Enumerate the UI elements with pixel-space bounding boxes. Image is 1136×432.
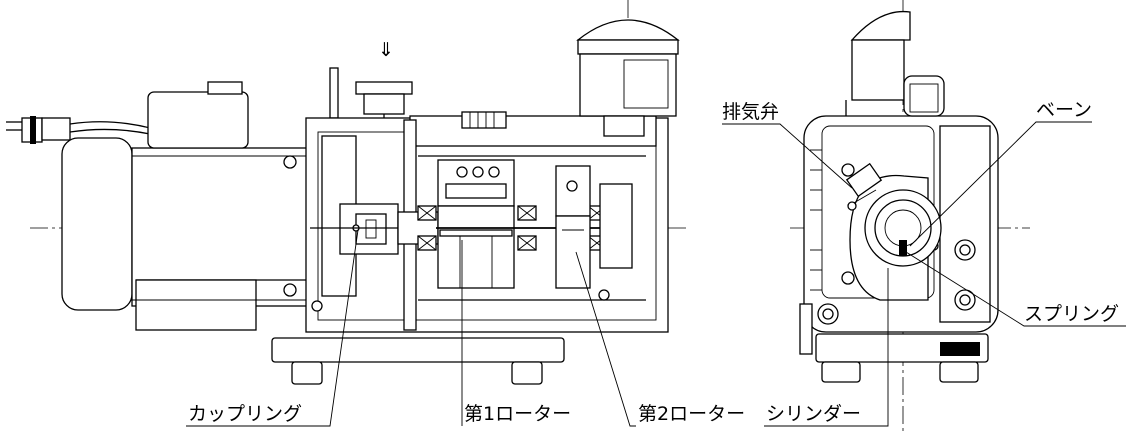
labels: カップリング 第1ローター 第2ローター シリンダー 排気弁 ベーン スプリング bbox=[188, 99, 1119, 425]
label-spring: スプリング bbox=[1024, 303, 1119, 325]
label-rotor-2: 第2ローター bbox=[638, 403, 745, 425]
motor bbox=[61, 81, 313, 331]
label-rotor-1: 第1ローター bbox=[464, 403, 571, 425]
label-vane: ベーン bbox=[1036, 99, 1092, 121]
power-plug bbox=[6, 116, 151, 144]
front-reservoir bbox=[845, 10, 945, 117]
label-coupling: カップリング bbox=[188, 403, 302, 425]
rotor-2 bbox=[555, 165, 633, 289]
oil-reservoir bbox=[576, 19, 680, 137]
front-base bbox=[799, 303, 989, 383]
base-side bbox=[271, 337, 565, 385]
label-exhaust-valve: 排気弁 bbox=[722, 101, 779, 123]
inlet-arrow: ⇓ bbox=[378, 39, 394, 61]
cylinder-front bbox=[845, 162, 942, 301]
leader-lines bbox=[186, 121, 1126, 427]
rotor-1 bbox=[437, 159, 515, 289]
label-cylinder: シリンダー bbox=[766, 403, 861, 425]
